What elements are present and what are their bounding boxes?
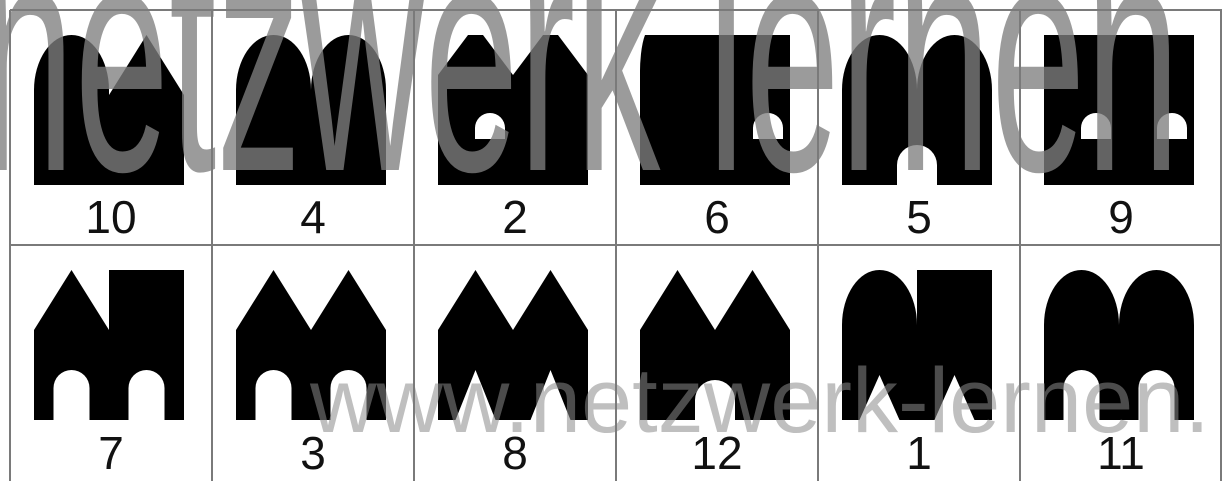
bottom-notch bbox=[256, 370, 292, 420]
cell-number: 7 bbox=[98, 427, 124, 479]
grid-cell: 7 bbox=[10, 245, 212, 481]
bottom-notch bbox=[129, 370, 165, 420]
watermark-url: www.netzwerk-lernen. bbox=[309, 350, 1210, 452]
bottom-notch bbox=[54, 370, 90, 420]
watermark-line-1: netzwerk lernen bbox=[0, 0, 1180, 240]
